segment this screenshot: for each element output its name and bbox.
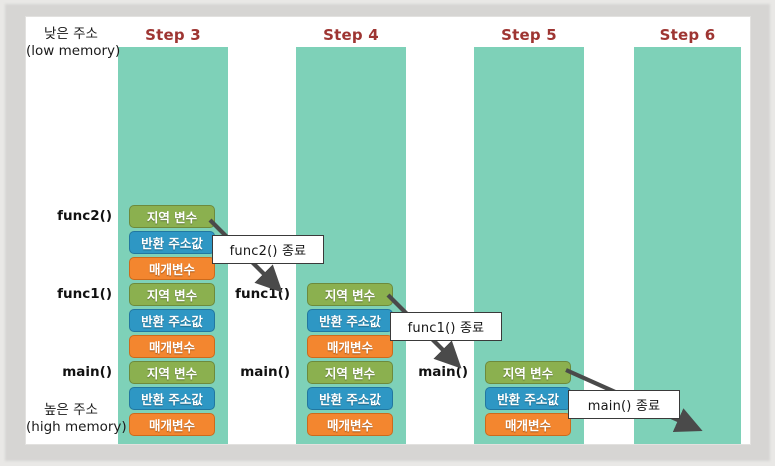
frame-label-main-step3: main() bbox=[62, 364, 112, 380]
step-title-3: Step 3 bbox=[145, 26, 201, 44]
cell-return-func1-step3: 반환 주소값 bbox=[129, 309, 215, 332]
high-memory-label-line2: (high memory) bbox=[26, 419, 127, 435]
cell-param-func1-step3: 매개변수 bbox=[129, 335, 215, 358]
frame-label-func1-step4: func1() bbox=[235, 286, 290, 302]
low-memory-label-line1: 낮은 주소 bbox=[44, 26, 98, 42]
cell-param-func2-step3: 매개변수 bbox=[129, 257, 215, 280]
cell-return-func1-step4: 반환 주소값 bbox=[307, 309, 393, 332]
low-memory-label-line2: (low memory) bbox=[26, 43, 121, 59]
cell-param-main-step3: 매개변수 bbox=[129, 413, 215, 436]
cell-local-main-step5: 지역 변수 bbox=[485, 361, 571, 384]
step-title-5: Step 5 bbox=[501, 26, 557, 44]
callout-func2-exit: func2() 종료 bbox=[212, 235, 324, 264]
cell-local-main-step3: 지역 변수 bbox=[129, 361, 215, 384]
cell-return-main-step3: 반환 주소값 bbox=[129, 387, 215, 410]
cell-local-func1-step3: 지역 변수 bbox=[129, 283, 215, 306]
cell-param-func1-step4: 매개변수 bbox=[307, 335, 393, 358]
cell-return-main-step4: 반환 주소값 bbox=[307, 387, 393, 410]
cell-local-func1-step4: 지역 변수 bbox=[307, 283, 393, 306]
frame-label-main-step5: main() bbox=[418, 364, 468, 380]
cell-param-main-step5: 매개변수 bbox=[485, 413, 571, 436]
frame-label-func1-step3: func1() bbox=[57, 286, 112, 302]
cell-param-main-step4: 매개변수 bbox=[307, 413, 393, 436]
step-column-6 bbox=[634, 47, 741, 444]
callout-func1-exit: func1() 종료 bbox=[390, 312, 502, 341]
step-title-4: Step 4 bbox=[323, 26, 379, 44]
frame-label-main-step4: main() bbox=[240, 364, 290, 380]
high-memory-label-line1: 높은 주소 bbox=[44, 402, 98, 418]
step-title-6: Step 6 bbox=[659, 26, 716, 44]
step-column-5 bbox=[474, 47, 584, 444]
cell-return-func2-step3: 반환 주소값 bbox=[129, 231, 215, 254]
cell-local-main-step4: 지역 변수 bbox=[307, 361, 393, 384]
cell-local-func2-step3: 지역 변수 bbox=[129, 205, 215, 228]
callout-main-exit: main() 종료 bbox=[568, 390, 680, 419]
frame-label-func2-step3: func2() bbox=[57, 208, 112, 224]
cell-return-main-step5: 반환 주소값 bbox=[485, 387, 571, 410]
diagram-canvas: Step 3 Step 4 Step 5 Step 6 낮은 주소 (low m… bbox=[26, 17, 750, 444]
